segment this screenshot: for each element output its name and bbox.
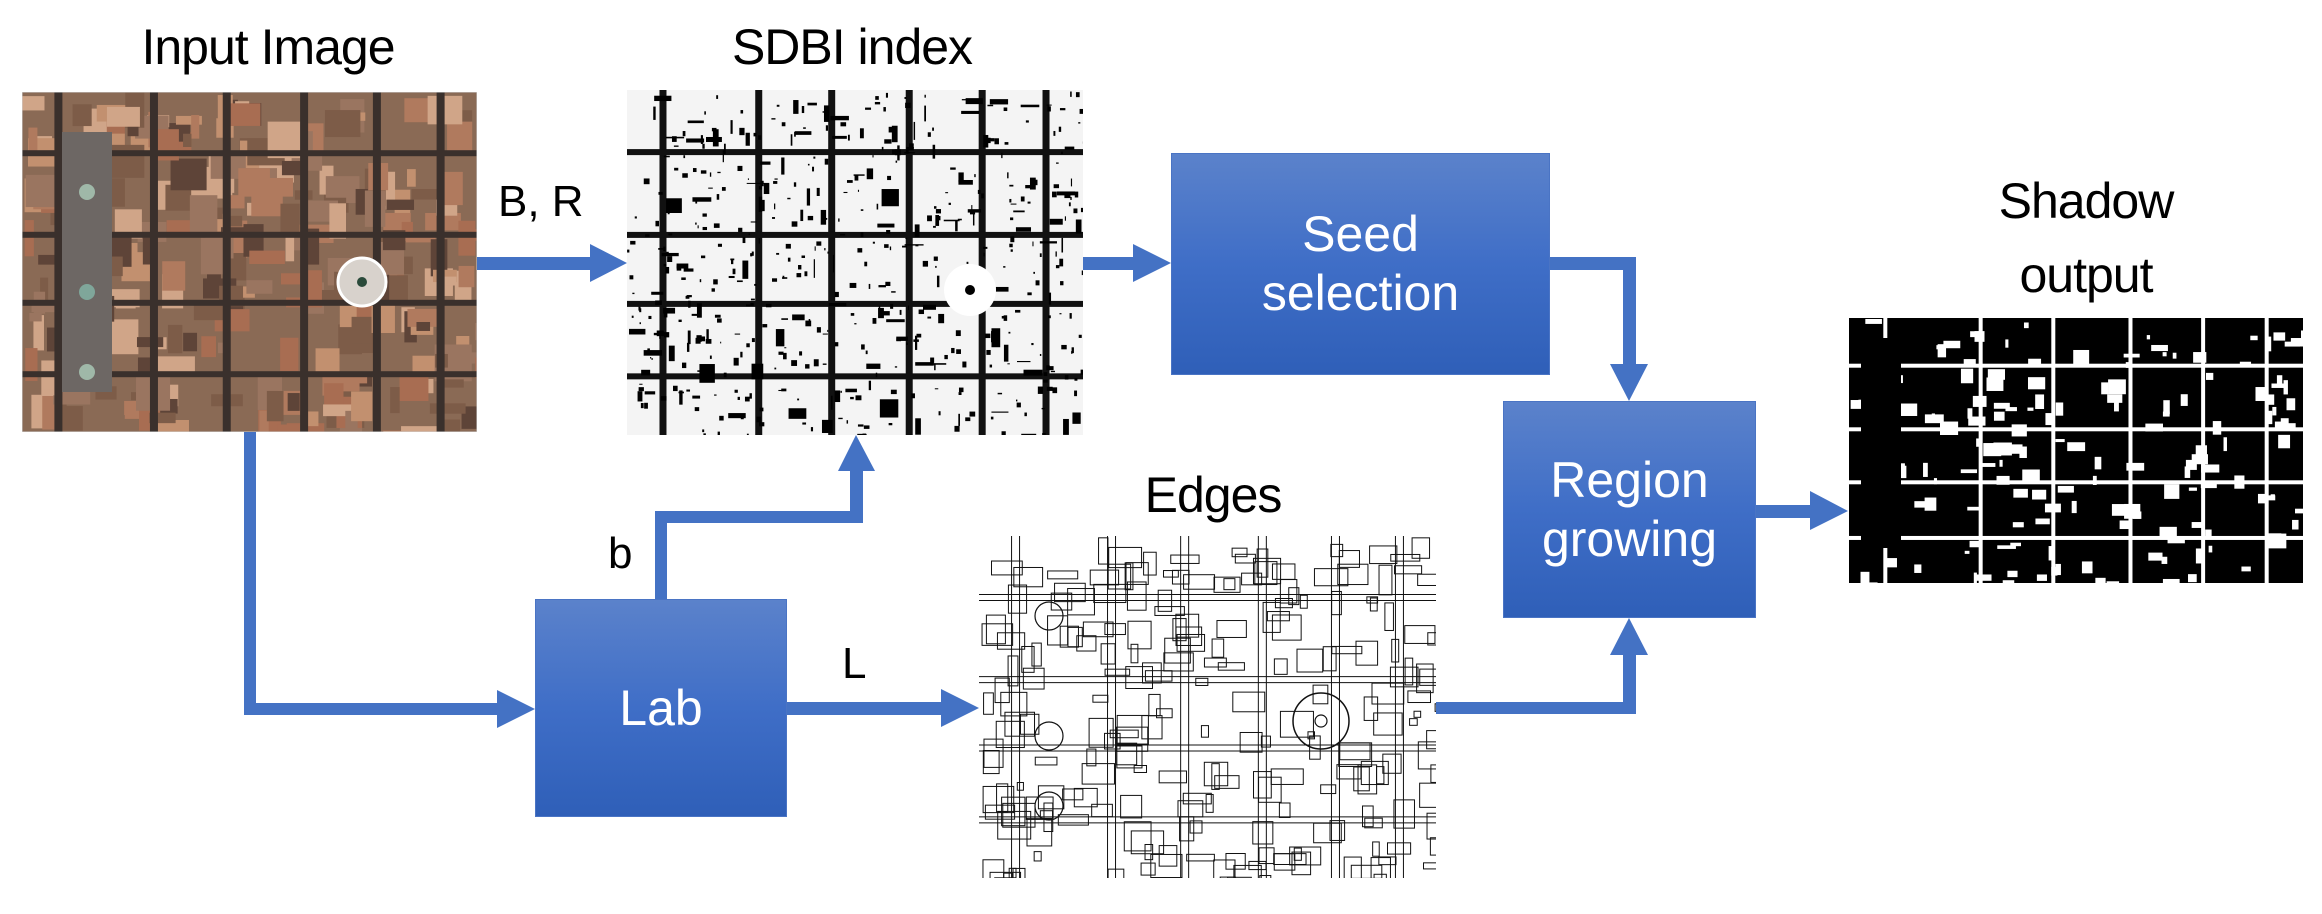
flow-label-b-r: B, R	[498, 177, 584, 226]
lab-box: Lab	[535, 599, 787, 817]
arrow-region-to-shadow	[1756, 491, 1848, 530]
lab-box-label: Lab	[619, 679, 703, 736]
arrow-edges-to-region	[1436, 618, 1648, 714]
arrow-sdbi-to-seed	[1083, 244, 1171, 282]
flow-label-l: L	[842, 639, 867, 688]
arrow-seed-to-region	[1550, 257, 1648, 401]
input-image	[22, 92, 477, 432]
sdbi-index-title: SDBI index	[731, 19, 973, 75]
edges-image	[979, 536, 1436, 878]
region-growing-line2: growing	[1541, 510, 1718, 567]
seed-selection-line2: selection	[1261, 265, 1460, 321]
shadow-output-title-line2: output	[2019, 247, 2153, 303]
arrow-input-to-sdbi	[477, 244, 627, 282]
flow-label-b: b	[608, 529, 633, 578]
seed-selection-line1: Seed	[1302, 206, 1419, 262]
arrow-lab-to-edges	[787, 689, 979, 727]
region-growing-box: Region growing	[1503, 401, 1756, 618]
edges-title: Edges	[1144, 467, 1283, 523]
arrow-lab-to-sdbi	[655, 435, 875, 600]
sdbi-index-image	[627, 90, 1083, 435]
seed-selection-box: Seed selection	[1171, 153, 1550, 375]
shadow-output-image	[1849, 318, 2303, 583]
shadow-output-title-line1: Shadow	[1998, 173, 2175, 229]
input-image-title: Input Image	[141, 19, 395, 75]
region-growing-line1: Region	[1550, 451, 1709, 508]
arrow-input-to-lab	[244, 432, 535, 728]
